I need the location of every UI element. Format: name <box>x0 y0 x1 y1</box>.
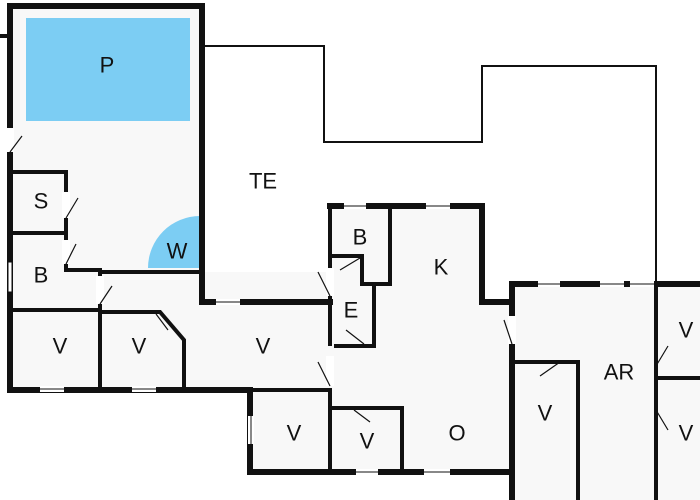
door-swing-center <box>317 271 331 297</box>
whirlpool-basin <box>148 216 200 268</box>
door-gap-center-low <box>326 356 334 386</box>
door-swing-entrance <box>345 329 365 345</box>
door-swing-bedroom7 <box>655 409 669 431</box>
door-swing-bathc <box>339 257 361 271</box>
building-floor-3 <box>250 390 512 472</box>
room-label-bedroom-1: V <box>53 334 68 359</box>
room-label-whirlpool: W <box>167 239 188 264</box>
window-1 <box>8 262 12 292</box>
door-gap-hall <box>96 276 104 304</box>
wall-bedroom3 <box>250 388 332 472</box>
door-gap-bath <box>62 240 70 264</box>
room-label-pool: P <box>100 53 115 78</box>
room-label-bedroom-3: V <box>287 421 302 446</box>
room-label-living: O <box>448 421 465 446</box>
door-swing-bedroom6 <box>655 345 669 367</box>
pool-basin <box>26 18 190 121</box>
window-1-frame <box>7 261 13 293</box>
wall-pool-right <box>199 3 333 305</box>
building-floor-5 <box>512 284 700 500</box>
door-gap-center <box>326 268 334 296</box>
door-swing-sauna <box>65 197 79 219</box>
wall-bedroom4 <box>328 406 404 472</box>
wall-bedroom5 <box>514 360 580 500</box>
room-label-utility: AR <box>604 360 635 385</box>
door-gap-ar <box>508 316 516 344</box>
door-swing-bedroom4 <box>353 409 371 423</box>
room-label-sauna: S <box>34 189 49 214</box>
door-swing-bath <box>65 243 77 265</box>
room-label-bedroom-2: V <box>132 334 147 359</box>
wall-bath-center <box>328 206 392 286</box>
room-label-bedroom-6: V <box>679 318 694 343</box>
room-label-bedroom-7: V <box>679 421 694 446</box>
room-label-bath-left: B <box>34 263 49 288</box>
building-floor-2 <box>10 272 330 390</box>
terrace-outline <box>202 45 657 288</box>
room-label-bedroom-4: V <box>360 429 375 454</box>
room-label-terrace: TE <box>249 169 277 194</box>
room-label-hallway: V <box>256 334 271 359</box>
room-label-entrance: E <box>344 298 359 323</box>
door-swing-center-low <box>317 361 331 387</box>
door-gap-sauna <box>62 192 70 218</box>
room-label-bedroom-5: V <box>538 401 553 426</box>
door-swing-ar <box>503 319 513 345</box>
door-gap-pool <box>6 128 14 152</box>
door-swing-bedroom2 <box>155 313 169 331</box>
room-label-bath-center: B <box>353 225 368 250</box>
door-swing-hall <box>99 285 113 305</box>
door-swing-bedroom5 <box>539 361 561 377</box>
room-label-kitchen: K <box>434 255 449 280</box>
wall-bedroom2 <box>100 310 186 388</box>
door-swing-pool <box>9 135 23 153</box>
wall-entrance <box>334 282 376 348</box>
